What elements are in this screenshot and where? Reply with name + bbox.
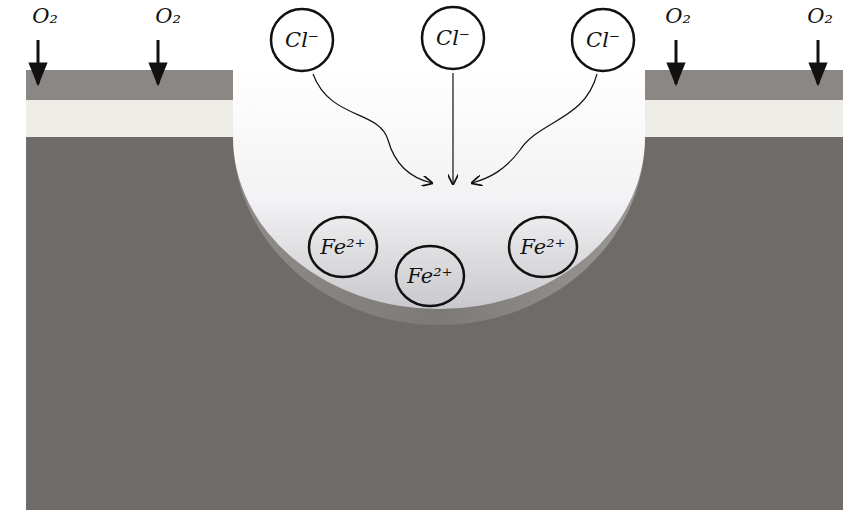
- chloride-arrows: [313, 73, 597, 184]
- oxygen-arrows: [38, 40, 818, 84]
- ion-label: Cl⁻: [436, 26, 470, 50]
- passive-layer: [645, 100, 843, 137]
- pit-wall: [233, 70, 645, 325]
- oxygen-label: O₂: [155, 4, 181, 28]
- passive-layer: [26, 100, 233, 137]
- ion-label: Cl⁻: [586, 28, 620, 52]
- ion-circle: Cl⁻: [570, 7, 636, 73]
- ion-label: Fe²⁺: [407, 264, 452, 288]
- ion-circle: Cl⁻: [269, 7, 335, 73]
- ion-label: Fe²⁺: [320, 235, 365, 259]
- ion-circle: Fe²⁺: [307, 215, 379, 279]
- pit-cavity: [233, 70, 645, 309]
- ion-circle: Cl⁻: [420, 5, 486, 71]
- ion-circle: Fe²⁺: [394, 244, 466, 308]
- ion-label: Fe²⁺: [520, 235, 565, 259]
- oxygen-label: O₂: [32, 4, 58, 28]
- oxygen-label: O₂: [665, 4, 691, 28]
- oxygen-label: O₂: [807, 4, 833, 28]
- metal-substrate: [26, 70, 843, 510]
- ion-circle: Fe²⁺: [507, 215, 579, 279]
- oxide-film: [26, 70, 233, 100]
- ion-label: Cl⁻: [285, 28, 319, 52]
